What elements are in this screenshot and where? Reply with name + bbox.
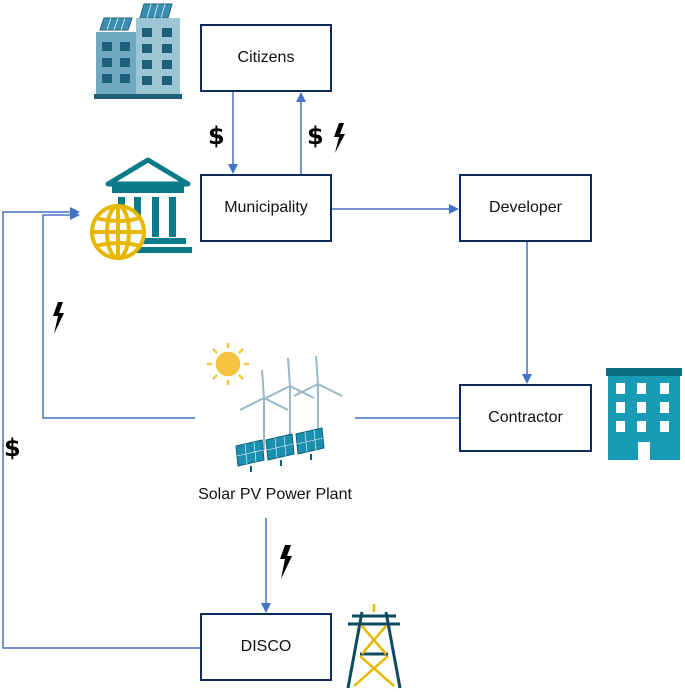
contractor-box: Contractor: [459, 384, 592, 452]
municipality-box: Municipality: [200, 174, 332, 242]
developer-box: Developer: [459, 174, 592, 242]
sun-icon: [207, 343, 249, 385]
developer-label: Developer: [489, 199, 562, 216]
arrow-disco-to-municipality: [2, 207, 200, 649]
money-symbol: $: [307, 122, 324, 150]
arrow-plant-to-municipality: [42, 210, 195, 419]
contractor-label: Contractor: [488, 409, 563, 426]
lightning-icon: [334, 123, 345, 153]
money-symbol: $: [208, 122, 225, 150]
apartment-buildings-icon: [94, 3, 182, 99]
citizens-label: Citizens: [237, 49, 295, 66]
lightning-icon: [280, 545, 292, 579]
disco-label: DISCO: [240, 638, 292, 655]
lightning-icon: [53, 302, 64, 334]
citizens-box: Citizens: [200, 24, 332, 92]
money-symbol: $: [4, 434, 21, 462]
municipality-label: Municipality: [224, 199, 308, 216]
globe-icon: [90, 204, 146, 260]
office-building-icon: [606, 368, 682, 460]
solar-panel-icon: [235, 427, 325, 472]
transmission-tower-icon: [346, 604, 402, 689]
solar-plant-label: Solar PV Power Plant: [198, 486, 352, 503]
disco-box: DISCO: [200, 613, 332, 681]
